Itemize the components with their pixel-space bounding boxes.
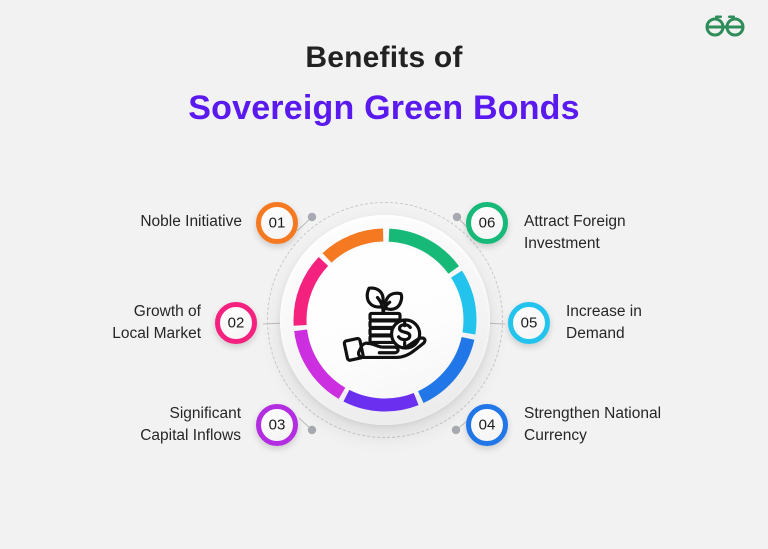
dashed-guide-ring <box>267 202 503 438</box>
ring-seg-cyan <box>293 228 477 412</box>
title-line-2: Sovereign Green Bonds <box>188 89 580 127</box>
badge-01-number: 01 <box>268 214 286 231</box>
item-label-03: Significant Capital Inflows <box>140 405 241 444</box>
center-hub <box>245 180 525 460</box>
badge-02-number: 02 <box>227 314 245 331</box>
badge-06-number: 06 <box>478 214 496 231</box>
item-label-02: Growth of Local Market <box>112 303 201 342</box>
geeksforgeeks-logo <box>705 15 745 37</box>
title-line-1: Benefits of <box>305 41 463 74</box>
ring-seg-pink <box>293 228 477 412</box>
badge-05[interactable]: 05 <box>508 302 550 344</box>
item-label-01: Noble Initiative <box>140 213 242 230</box>
item-label-04: Strengthen National Currency <box>524 405 662 444</box>
colored-ring-segments <box>293 228 477 412</box>
badge-02[interactable]: 02 <box>215 302 257 344</box>
item-label-06: Attract Foreign Investment <box>524 213 626 252</box>
hand-holding-money-plant-icon <box>342 286 427 362</box>
ring-seg-violet <box>293 228 477 412</box>
badge-03-number: 03 <box>268 416 286 433</box>
badge-05-number: 05 <box>520 314 538 331</box>
badge-06[interactable]: 06 <box>466 202 508 244</box>
badge-03[interactable]: 03 <box>256 404 298 446</box>
page-title: Benefits of Sovereign Green Bonds <box>0 38 768 132</box>
badge-04[interactable]: 04 <box>466 404 508 446</box>
badge-01[interactable]: 01 <box>256 202 298 244</box>
item-label-05: Increase in Demand <box>566 303 642 342</box>
badge-04-number: 04 <box>478 416 496 433</box>
